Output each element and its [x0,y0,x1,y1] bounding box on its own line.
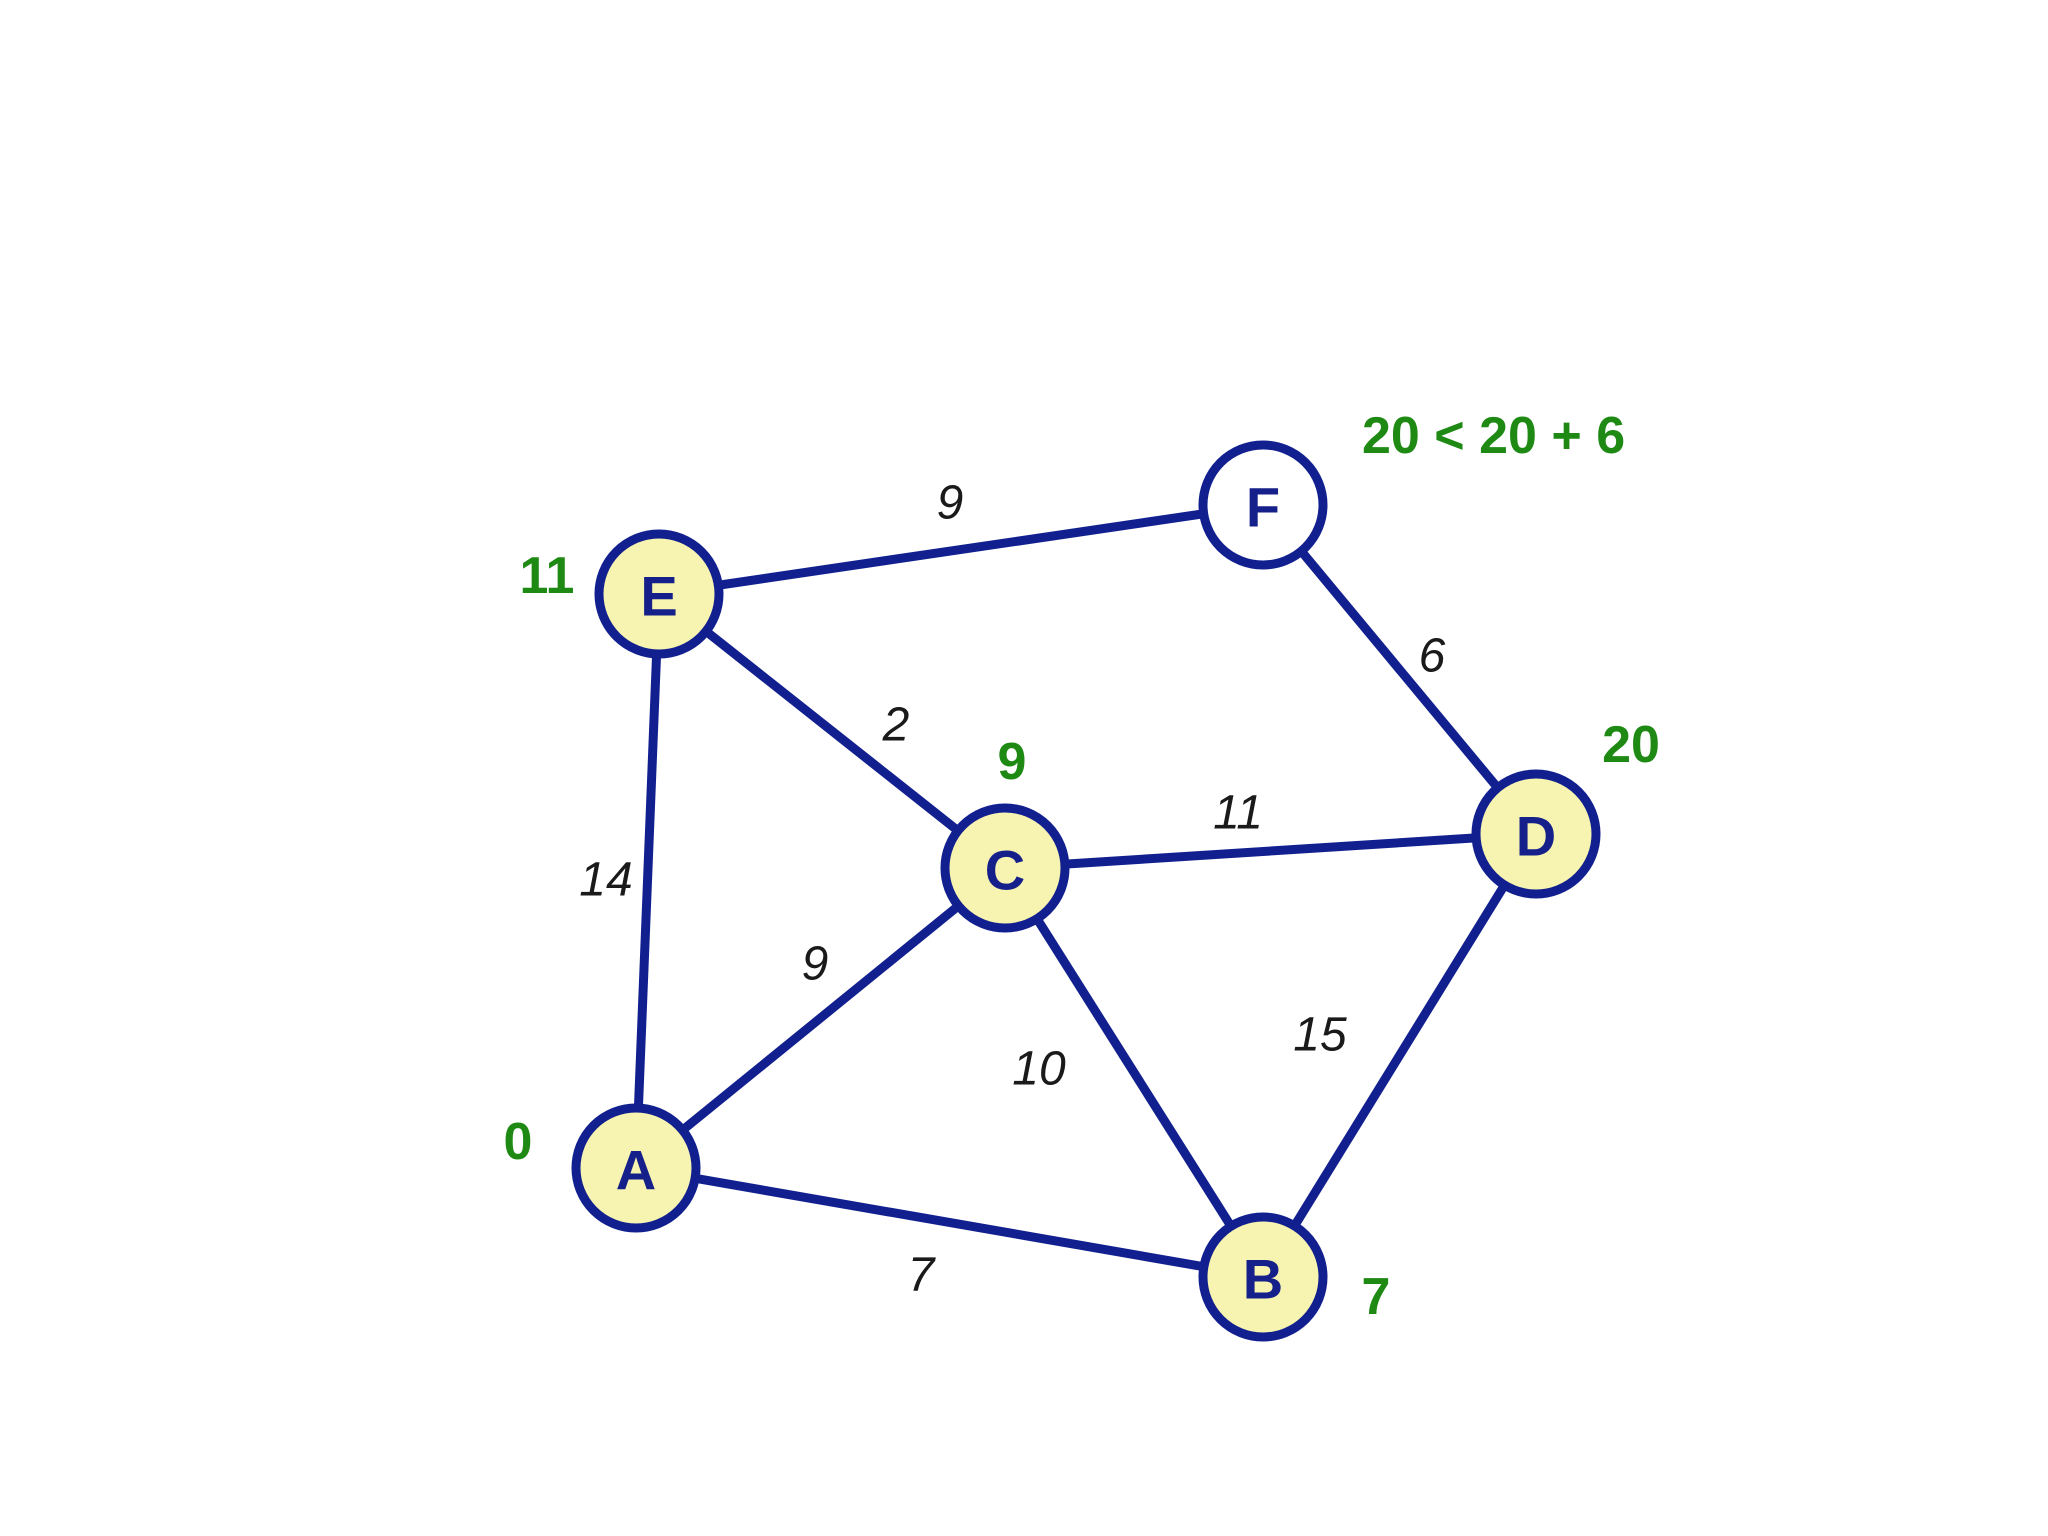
edge-weight-a-b: 7 [908,1249,937,1302]
edge-weight-c-d: 11 [1213,787,1263,840]
distance-label-d: 20 [1602,716,1660,774]
edge-e-f [658,500,1264,599]
edge-f-d [1259,502,1540,837]
edge-a-c [633,864,1008,1172]
node-circle-f [1198,440,1328,570]
node-label-f: F [1246,476,1280,539]
distance-label-a: 0 [504,1113,533,1171]
node-e: E [594,529,724,659]
distance-label-b: 7 [1362,1268,1391,1326]
weights-layer: 14 9 7 9 2 11 10 6 15 [579,477,1445,1302]
edge-weight-d-b: 15 [1293,1009,1347,1062]
node-f: F [1198,440,1328,570]
edge-a-b [635,1163,1264,1282]
node-c: C [940,803,1070,933]
edge-e-c [656,590,1008,872]
distance-labels-layer: 0 7 9 20 11 [504,547,1660,1326]
node-a: A [571,1103,701,1233]
edge-weight-e-f: 9 [937,477,964,530]
nodes-layer: A B C D E F [571,440,1601,1342]
edge-weight-f-d: 6 [1419,630,1446,683]
edge-weight-e-c: 2 [882,699,910,752]
node-label-b: B [1243,1248,1283,1311]
node-circle-c [940,803,1070,933]
edges-layer [631,500,1540,1282]
node-circle-e [594,529,724,659]
relaxation-note: 20 < 20 + 6 [1362,407,1625,465]
node-circle-a [571,1103,701,1233]
node-label-e: E [640,565,677,628]
distance-label-e: 11 [520,547,575,605]
node-b: B [1198,1212,1328,1342]
edge-d-b [1259,831,1540,1280]
node-label-c: C [985,839,1025,902]
node-label-d: D [1516,805,1556,868]
node-label-a: A [616,1139,656,1202]
edge-weight-a-e: 14 [579,854,632,907]
node-d: D [1471,769,1601,899]
edge-c-d [1004,829,1537,873]
edge-weight-a-c: 9 [802,938,829,991]
edge-weight-c-b: 10 [1012,1043,1066,1096]
edge-c-b [1001,865,1267,1280]
node-circle-b [1198,1212,1328,1342]
node-circle-d [1471,769,1601,899]
edge-a-e [631,593,664,1169]
distance-label-c: 9 [998,733,1027,791]
